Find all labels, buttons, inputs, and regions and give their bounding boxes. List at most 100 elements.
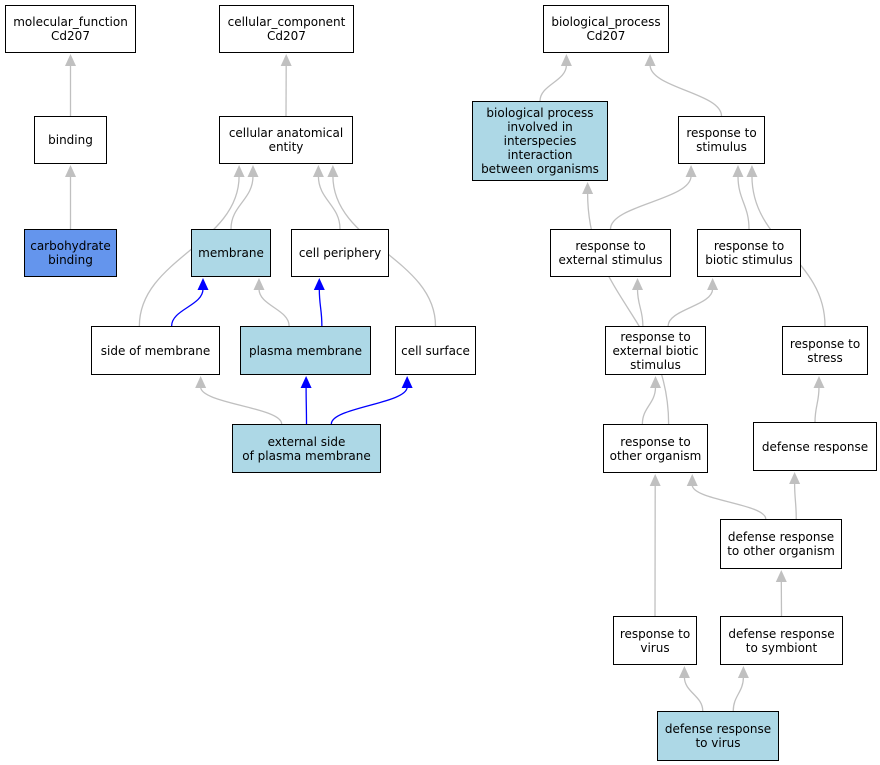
node-response-to-other-organism[interactable]: response to other organism: [603, 424, 708, 473]
node-response-to-stimulus[interactable]: response to stimulus: [678, 116, 765, 164]
edge-response_to_biotic_stimulus-to-response_to_stimulus: [732, 165, 750, 230]
node-defense-response-to-symbiont[interactable]: defense response to symbiont: [720, 616, 843, 665]
edge-defense_response_to_symbiont-to-defense_response_to_other_organism: [775, 570, 787, 617]
edge-arrowhead: [732, 165, 744, 177]
edge-line: [539, 64, 568, 102]
edge-binding-to-molecular_function: [65, 54, 76, 117]
node-response-to-biotic-stimulus[interactable]: response to biotic stimulus: [697, 229, 801, 277]
node-side-of-membrane[interactable]: side of membrane: [91, 326, 220, 375]
edge-defense_response_to_virus-to-defense_response_to_symbiont: [732, 666, 749, 712]
edge-arrowhead: [197, 278, 209, 290]
edge-arrowhead: [233, 165, 245, 177]
edge-response_to_virus-to-response_to_other_organism: [649, 474, 661, 617]
edge-side_of_membrane-to-cellular_anatomical_entity: [138, 165, 245, 327]
edge-cell_periphery-to-cellular_anatomical_entity: [312, 165, 341, 230]
edge-line: [317, 175, 341, 230]
edge-arrowhead: [195, 376, 207, 388]
edge-line: [732, 676, 745, 712]
edge-arrowhead: [280, 54, 292, 66]
edge-arrowhead: [678, 666, 690, 678]
edge-response_to_external_biotic_stimulus-to-response_to_biotic_stimulus: [667, 278, 719, 327]
edge-line: [649, 64, 723, 117]
edge-line: [641, 386, 657, 425]
edge-line: [200, 386, 283, 425]
edge-line: [667, 288, 714, 327]
edge-plasma_membrane-to-membrane: [253, 278, 290, 327]
edge-arrowhead: [707, 278, 719, 290]
edge-arrowhead: [737, 666, 749, 678]
edge-arrowhead: [813, 376, 825, 388]
node-binding[interactable]: binding: [34, 116, 107, 164]
edge-arrowhead: [775, 570, 787, 582]
node-response-to-external-stimulus[interactable]: response to external stimulus: [550, 229, 671, 277]
edge-line: [230, 175, 254, 230]
node-cellular-anatomical-entity[interactable]: cellular anatomical entity: [219, 116, 353, 164]
edge-response_to_stimulus-to-biological_process: [644, 54, 723, 117]
edge-cellular_anatomical_entity-to-cellular_component: [280, 54, 292, 117]
node-plasma-membrane[interactable]: plasma membrane: [240, 326, 371, 375]
edge-arrowhead: [65, 165, 76, 177]
node-molecular-function[interactable]: molecular_function Cd207: [5, 5, 136, 53]
node-defense-response-to-other-organism[interactable]: defense response to other organism: [720, 519, 842, 569]
edge-line: [737, 175, 750, 230]
edge-arrowhead: [312, 165, 324, 177]
edge-arrowhead: [313, 278, 325, 290]
edge-side_of_membrane-to-membrane: [170, 278, 209, 327]
node-cell-surface[interactable]: cell surface: [395, 326, 476, 375]
edge-defense_response-to-response_to_stress: [813, 376, 825, 423]
edge-response_to_other_organism-to-response_to_external_biotic_stimulus: [641, 376, 661, 425]
edge-line: [170, 288, 204, 327]
node-response-to-external-biotic-stimulus[interactable]: response to external biotic stimulus: [605, 326, 706, 375]
edge-line: [814, 386, 820, 423]
edge-defense_response_to_other_organism-to-defense_response: [789, 472, 801, 520]
node-cellular-component[interactable]: cellular_component Cd207: [219, 5, 354, 53]
edge-plasma_membrane-to-cell_periphery: [313, 278, 325, 327]
edge-line: [258, 288, 290, 327]
edge-external_side_of_plasma_membrane-to-plasma_membrane: [300, 376, 312, 425]
edge-arrowhead: [401, 376, 413, 388]
node-carbohydrate-binding[interactable]: carbohydrate binding: [24, 229, 117, 277]
node-membrane[interactable]: membrane: [191, 229, 271, 277]
edge-line: [691, 484, 767, 520]
edge-arrowhead: [327, 165, 339, 177]
node-bp-interspecies-interaction[interactable]: biological process involved in interspec…: [472, 101, 608, 181]
node-external-side-of-plasma-membrane[interactable]: external side of plasma membrane: [232, 424, 381, 473]
node-response-to-virus[interactable]: response to virus: [613, 616, 697, 665]
edge-arrowhead: [746, 165, 758, 177]
edge-line: [318, 288, 323, 327]
node-response-to-stress[interactable]: response to stress: [782, 326, 868, 375]
edge-arrowhead: [65, 54, 76, 66]
edge-arrowhead: [582, 182, 594, 194]
edge-line: [683, 676, 704, 712]
edge-external_side_of_plasma_membrane-to-cell_surface: [330, 376, 413, 425]
edge-line: [138, 175, 240, 327]
edge-response_to_external_biotic_stimulus-to-response_to_external_stimulus: [632, 278, 644, 327]
node-biological-process[interactable]: biological_process Cd207: [543, 5, 669, 53]
edge-arrowhead: [560, 54, 572, 66]
edge-bp_interspecies-to-biological_process: [539, 54, 572, 102]
edge-carbohydrate_binding-to-binding: [65, 165, 76, 230]
edge-line: [330, 386, 408, 425]
edge-defense_response_to_other_organism-to-response_to_other_organism: [686, 474, 767, 520]
edge-line: [793, 482, 797, 520]
node-cell-periphery[interactable]: cell periphery: [291, 229, 389, 277]
edge-arrowhead: [253, 278, 265, 290]
edge-arrowhead: [650, 376, 661, 388]
edge-arrowhead: [686, 474, 698, 486]
edge-arrowhead: [685, 165, 697, 177]
edge-line: [636, 288, 644, 327]
edge-arrowhead: [300, 376, 312, 388]
node-defense-response-to-virus[interactable]: defense response to virus: [657, 711, 779, 761]
edge-membrane-to-cellular_anatomical_entity: [230, 165, 259, 230]
edge-arrowhead: [247, 165, 259, 177]
edge-defense_response_to_virus-to-response_to_virus: [678, 666, 704, 712]
edge-external_side_of_plasma_membrane-to-side_of_membrane: [195, 376, 283, 425]
edge-arrowhead: [632, 278, 643, 290]
edge-line: [609, 175, 692, 230]
edge-arrowhead: [649, 474, 661, 486]
edge-arrowhead: [644, 54, 656, 66]
edge-response_to_external_stimulus-to-response_to_stimulus: [609, 165, 697, 230]
node-defense-response[interactable]: defense response: [753, 422, 877, 471]
edge-line: [586, 192, 670, 425]
